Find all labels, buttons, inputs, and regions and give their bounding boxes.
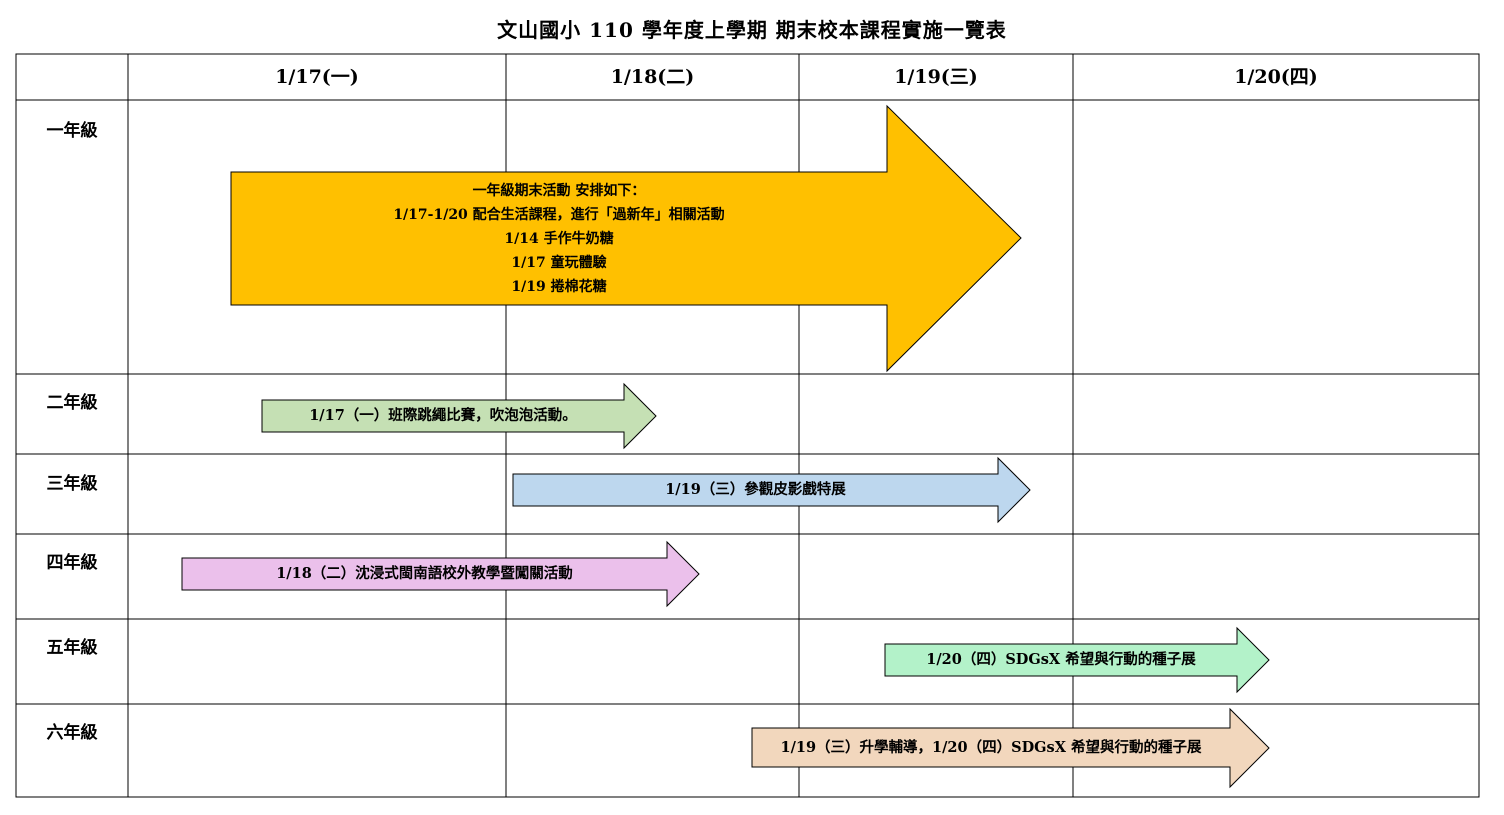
grade-3-activity-arrow: 1/19（三）參觀皮影戲特展 (512, 456, 1031, 524)
row-label-grade-5: 五年級 (46, 638, 98, 658)
row-label-grade-4: 四年級 (46, 553, 98, 573)
grade-6-activity-text: 1/19（三）升學輔導，1/20（四）SDGsX 希望與行動的種子展 (780, 738, 1202, 756)
header-date-1-20: 1/20(四) (1234, 66, 1318, 88)
grade-1-line-4: 1/17 童玩體驗 (511, 254, 607, 271)
header-date-1-19: 1/19(三) (894, 66, 978, 88)
row-label-grade-6: 六年級 (46, 723, 98, 743)
grade-4-activity-arrow: 1/18（二）沈浸式閩南語校外教學暨闖關活動 (181, 540, 700, 608)
row-label-grade-2: 二年級 (46, 393, 98, 413)
grade-5-activity-text: 1/20（四）SDGsX 希望與行動的種子展 (926, 651, 1196, 668)
row-label-grade-1: 一年級 (46, 121, 98, 141)
grade-1-line-2: 1/17-1/20 配合生活課程，進行「過新年」相關活動 (393, 206, 725, 223)
header-date-1-18: 1/18(二) (610, 66, 695, 88)
grade-1-line-3: 1/14 手作牛奶糖 (504, 230, 614, 247)
grade-1-line-5: 1/19 捲棉花糖 (511, 278, 607, 295)
grade-6-activity-arrow: 1/19（三）升學輔導，1/20（四）SDGsX 希望與行動的種子展 (751, 707, 1270, 789)
header-date-1-17: 1/17(一) (275, 66, 359, 88)
grade-1-activity-arrow: 一年級期末活動 安排如下： 1/17-1/20 配合生活課程，進行「過新年」相關… (230, 104, 1022, 373)
grade-1-line-1: 一年級期末活動 安排如下： (472, 182, 646, 199)
grade-2-activity-arrow: 1/17（一）班際跳繩比賽，吹泡泡活動。 (261, 382, 657, 450)
header-corner-cell (16, 54, 128, 100)
row-label-grade-3: 三年級 (46, 474, 98, 494)
grade-5-activity-arrow: 1/20（四）SDGsX 希望與行動的種子展 (884, 626, 1270, 694)
grade-4-activity-text: 1/18（二）沈浸式閩南語校外教學暨闖關活動 (276, 565, 573, 582)
grade-1-activity-text: 一年級期末活動 安排如下： 1/17-1/20 配合生活課程，進行「過新年」相關… (231, 172, 887, 305)
grade-3-activity-text: 1/19（三）參觀皮影戲特展 (665, 481, 846, 498)
page-title: 文山國小 110 學年度上學期 期末校本課程實施一覽表 (497, 18, 1007, 42)
grade-2-activity-text: 1/17（一）班際跳繩比賽，吹泡泡活動。 (309, 407, 577, 424)
